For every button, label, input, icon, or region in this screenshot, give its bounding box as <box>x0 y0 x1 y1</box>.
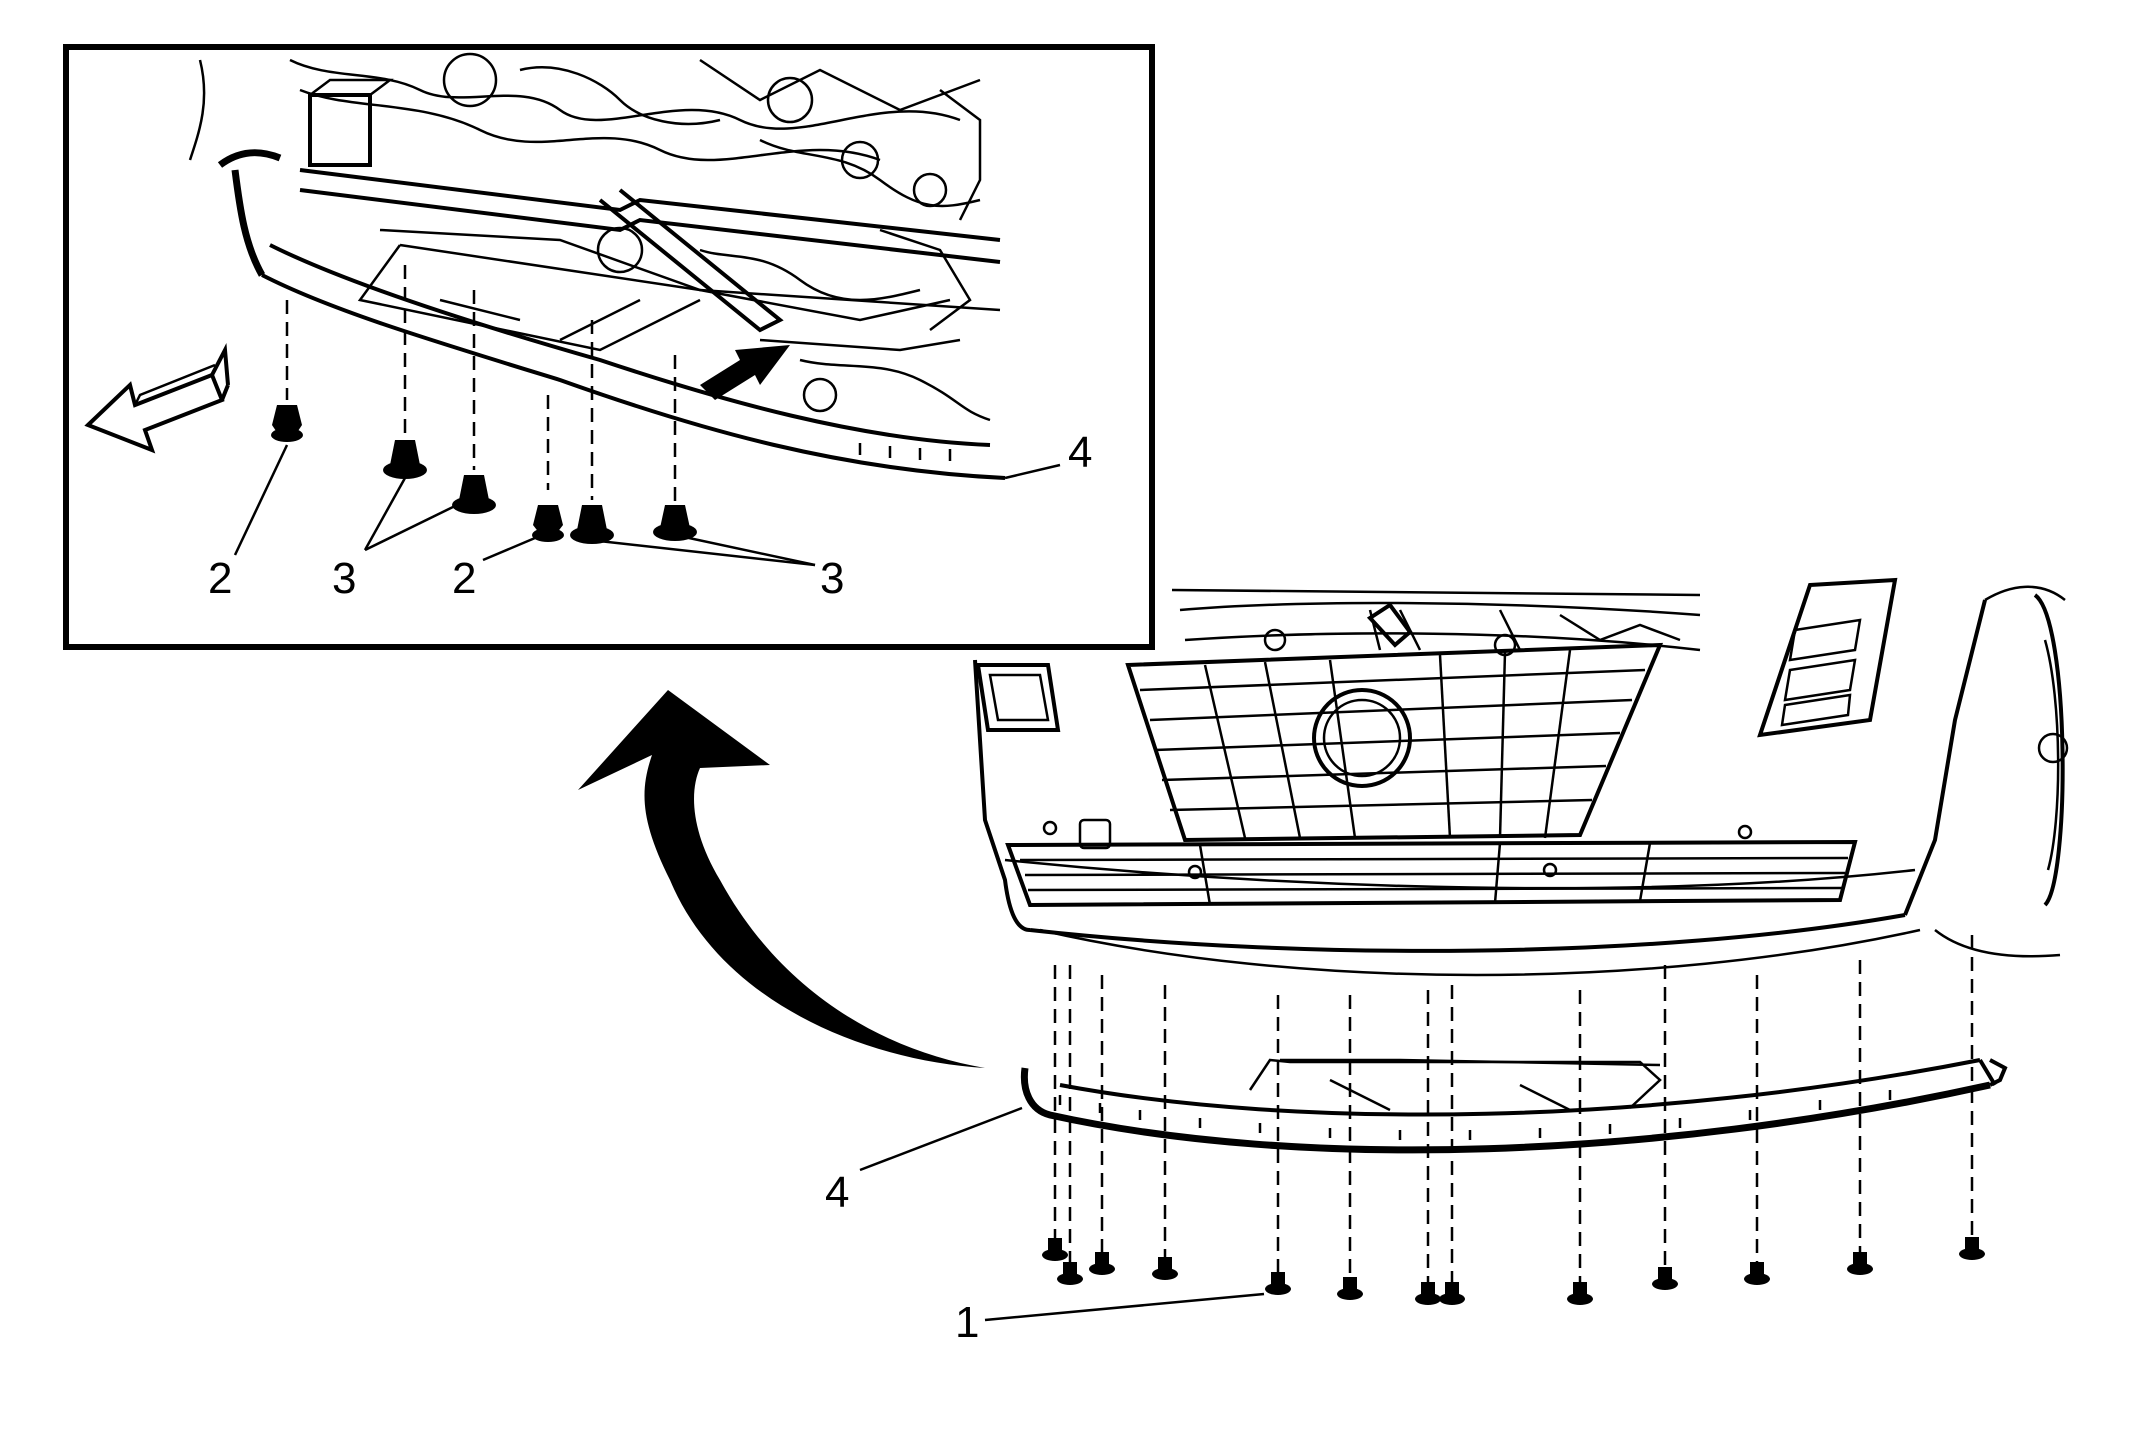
screw-fastener <box>1744 1262 1770 1285</box>
screw-fastener <box>1415 1282 1441 1305</box>
curved-arrow-up-icon <box>578 690 985 1068</box>
inset-chassis-lineart <box>188 52 1001 422</box>
screw-fastener <box>1057 1262 1083 1285</box>
lower-air-deflector <box>1020 1058 2008 1154</box>
inset-leader-lines <box>233 444 1061 567</box>
inset-deflector-panel <box>217 149 1006 480</box>
headlamp-left <box>975 663 1061 732</box>
retainer-fastener <box>653 505 697 541</box>
callout-4-deflector: 4 <box>825 1168 849 1217</box>
arrow-left-outline-icon <box>84 342 230 454</box>
callout-4-deflector: 4 <box>1068 428 1092 477</box>
push-pin-fastener <box>271 405 303 442</box>
main-guide-lines <box>1053 935 1974 1285</box>
screw-fastener <box>1265 1272 1291 1295</box>
retainer-fastener <box>383 440 427 479</box>
callout-2-push-pin: 2 <box>208 554 232 603</box>
screw-fastener <box>1337 1277 1363 1300</box>
push-pin-fastener <box>532 505 564 542</box>
retainer-fastener <box>452 475 496 514</box>
main-leader-lines <box>859 1106 1265 1322</box>
callout-1-screw: 1 <box>955 1298 979 1347</box>
main-screws <box>1042 1237 1985 1305</box>
front-fascia <box>973 585 2066 977</box>
headlamp-right <box>1757 577 1898 738</box>
screw-fastener <box>1959 1237 1985 1260</box>
callout-3-retainers: 3 <box>820 554 844 603</box>
screw-fastener <box>1152 1257 1178 1280</box>
emblem <box>1312 688 1412 788</box>
callout-2-push-pin: 2 <box>452 554 476 603</box>
retainer-fastener <box>570 505 614 544</box>
screw-fastener <box>1652 1267 1678 1290</box>
screw-fastener <box>1439 1282 1465 1305</box>
lower-grille <box>1005 818 1858 908</box>
front-wheel <box>2033 593 2069 907</box>
screw-fastener <box>1089 1252 1115 1275</box>
vehicle-front-view <box>973 577 2069 977</box>
hood-lineart <box>1171 588 1701 657</box>
inset-fasteners <box>271 405 697 544</box>
inset-detail-view: 2 3 2 3 4 <box>63 44 1155 650</box>
screw-fastener <box>1042 1238 1068 1261</box>
screw-fastener <box>1567 1282 1593 1305</box>
callout-3-retainers: 3 <box>332 554 356 603</box>
arrow-up-right-icon <box>700 345 790 400</box>
screw-fastener <box>1847 1252 1873 1275</box>
grille <box>1125 642 1664 843</box>
inset-guide-lines <box>285 265 677 505</box>
inset-frame <box>63 44 1155 650</box>
